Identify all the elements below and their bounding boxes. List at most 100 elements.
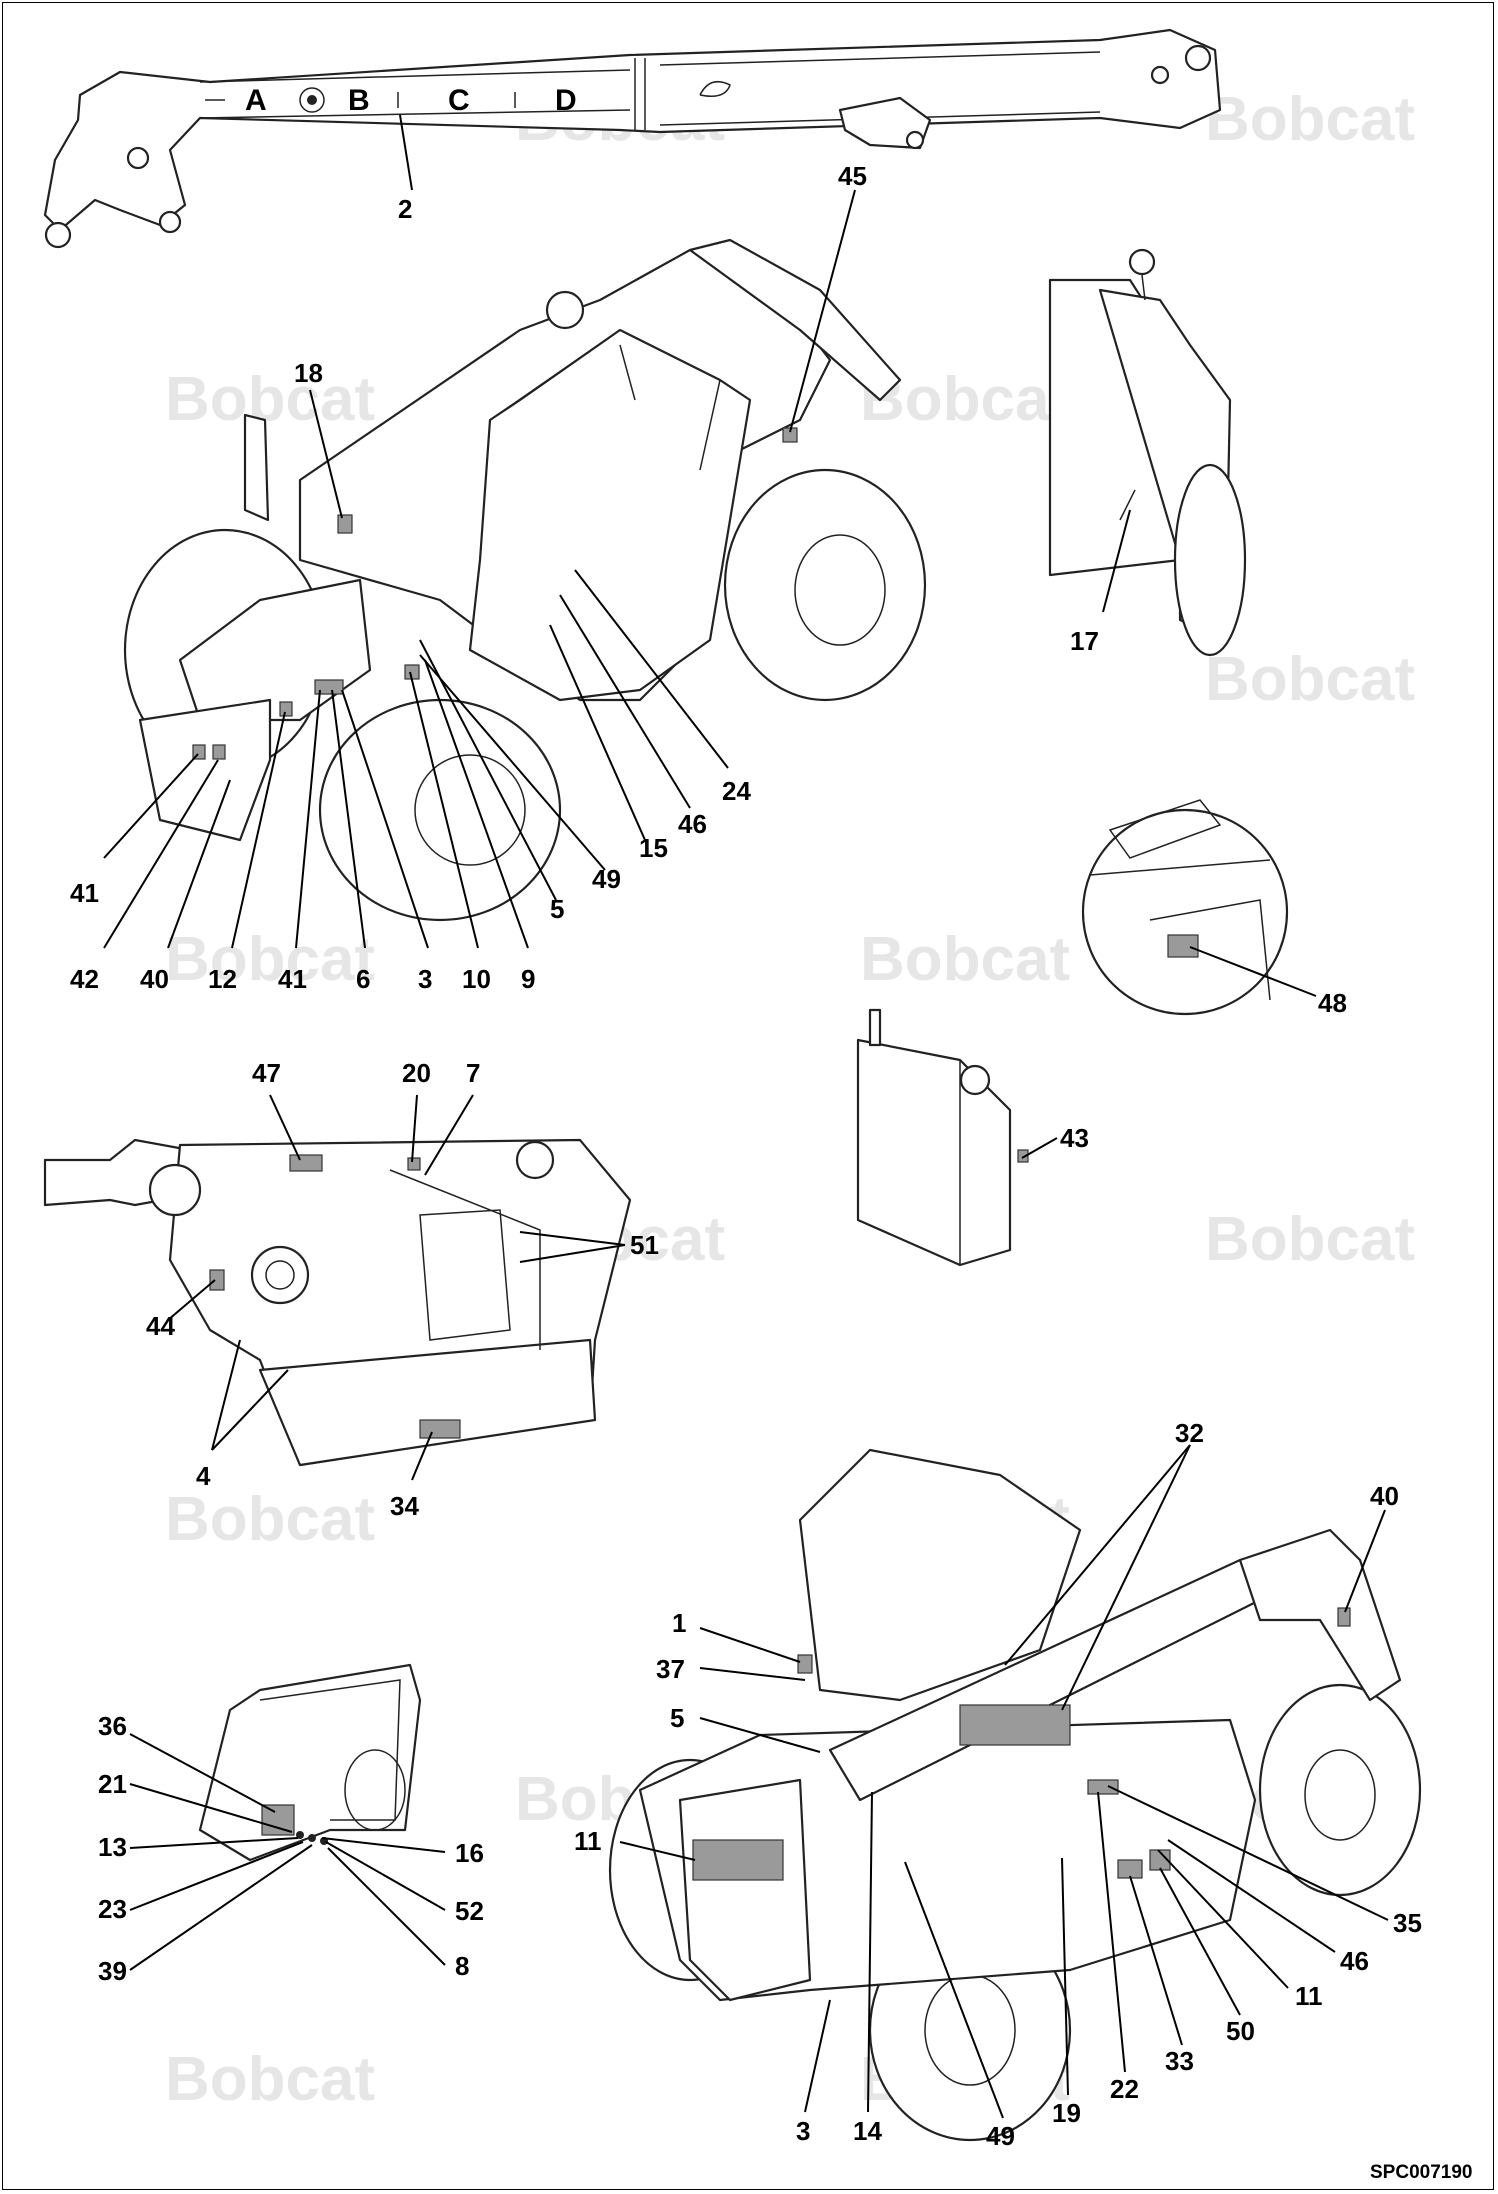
decal-22	[1087, 1779, 1119, 1795]
callout-45: 45	[838, 161, 867, 191]
callout-43: 43	[1060, 1123, 1089, 1153]
callout-2: 2	[398, 194, 412, 224]
leader-3	[341, 689, 429, 949]
leader-52	[325, 1841, 446, 1911]
callout-40: 40	[140, 964, 169, 994]
leader-43	[1021, 1137, 1058, 1159]
boom-illustration: A B C D	[43, 28, 1222, 249]
leader-46	[559, 594, 691, 809]
decal-32	[959, 1704, 1071, 1746]
leader-4a	[211, 1339, 241, 1451]
leader-22	[1097, 1791, 1126, 2073]
leader-13	[129, 1837, 299, 1849]
leader-34	[411, 1431, 433, 1481]
leader-36	[129, 1733, 276, 1813]
leader-41b	[295, 689, 321, 949]
decal-44	[209, 1269, 225, 1291]
callout-9: 9	[521, 964, 535, 994]
watermark: Bobcat	[1205, 645, 1415, 714]
callout-1: 1	[672, 1608, 686, 1638]
callout-22: 22	[1110, 2074, 1139, 2104]
callout-11-b: 11	[1295, 1981, 1323, 2011]
callout-17: 17	[1070, 626, 1099, 656]
callout-49-b: 49	[986, 2121, 1015, 2151]
leader-32b	[1061, 1444, 1191, 1711]
decal-33	[1117, 1859, 1143, 1879]
switch-cluster	[296, 1831, 304, 1839]
leader-35	[1107, 1785, 1389, 1921]
leader-42	[103, 759, 219, 949]
callout-50: 50	[1226, 2016, 1255, 2046]
callout-21: 21	[98, 1769, 127, 1799]
decal-45	[782, 427, 798, 443]
decal-6	[314, 679, 344, 695]
battery-box-detail	[856, 1008, 1029, 1267]
leader-23	[129, 1841, 304, 1911]
boom-label-b: B	[348, 84, 370, 117]
callout-14: 14	[853, 2116, 882, 2146]
svg-text:Bobcat: Bobcat	[1205, 85, 1415, 154]
leader-14	[867, 1791, 873, 2113]
callout-11: 11	[574, 1826, 602, 1856]
leader-44	[167, 1279, 216, 1321]
callout-44: 44	[146, 1311, 175, 1341]
callout-34: 34	[390, 1491, 419, 1521]
callout-24: 24	[722, 776, 751, 806]
leader-37	[699, 1667, 806, 1681]
leader-1	[699, 1627, 801, 1663]
svg-text:Bobcat: Bobcat	[1205, 645, 1415, 714]
decal-48	[1167, 934, 1199, 958]
callout-41: 41	[70, 878, 99, 908]
leader-40	[167, 779, 231, 949]
callout-18: 18	[294, 358, 323, 388]
callout-37: 37	[656, 1654, 685, 1684]
callout-46: 46	[678, 809, 707, 839]
callout-52: 52	[455, 1896, 484, 1926]
callout-16: 16	[455, 1838, 484, 1868]
callout-7: 7	[466, 1058, 480, 1088]
boom-label-d: D	[555, 84, 577, 117]
leader-7	[424, 1094, 474, 1176]
engine-bay-view	[43, 1138, 632, 1467]
callout-5: 5	[550, 894, 564, 924]
callout-8: 8	[455, 1951, 469, 1981]
callout-42: 42	[70, 964, 99, 994]
callout-51: 51	[630, 1230, 659, 1260]
callout-3: 3	[418, 964, 432, 994]
boom-label-c: C	[448, 84, 470, 117]
decal-34	[419, 1419, 461, 1439]
cab-interior-detail	[198, 1663, 422, 1862]
leader-3b	[804, 1999, 831, 2113]
leader-4b	[211, 1369, 289, 1451]
leader-51a	[519, 1231, 626, 1246]
svg-text:Bobcat: Bobcat	[1205, 1205, 1415, 1274]
decal-47	[289, 1154, 323, 1172]
leader-24	[574, 569, 729, 769]
watermark: Bobcat	[860, 925, 1070, 994]
callout-19: 19	[1052, 2098, 1081, 2128]
callout-46-b: 46	[1340, 1946, 1369, 1976]
machine-rear-view	[608, 1448, 1422, 2142]
decal-40	[1337, 1607, 1351, 1627]
watermark: Bobcat	[165, 365, 375, 434]
callout-6: 6	[356, 964, 370, 994]
svg-text:B: B	[348, 84, 370, 117]
svg-text:Bobcat: Bobcat	[860, 925, 1070, 994]
leader-9	[424, 659, 529, 949]
svg-text:A: A	[245, 84, 267, 117]
callout-13: 13	[98, 1832, 127, 1862]
callout-47: 47	[252, 1058, 281, 1088]
callout-4: 4	[196, 1461, 211, 1491]
callout-36: 36	[98, 1711, 127, 1741]
callout-12: 12	[208, 964, 237, 994]
callout-15: 15	[639, 833, 668, 863]
leader-2	[399, 114, 413, 191]
leader-5	[419, 639, 557, 901]
svg-text:Bobcat: Bobcat	[165, 2045, 375, 2114]
leader-11a	[619, 1841, 696, 1861]
leader-17	[1102, 509, 1131, 613]
callout-40-b: 40	[1370, 1481, 1399, 1511]
drawing-number: SPC007190	[1370, 2162, 1472, 2183]
watermark: Bobcat	[165, 1485, 375, 1554]
